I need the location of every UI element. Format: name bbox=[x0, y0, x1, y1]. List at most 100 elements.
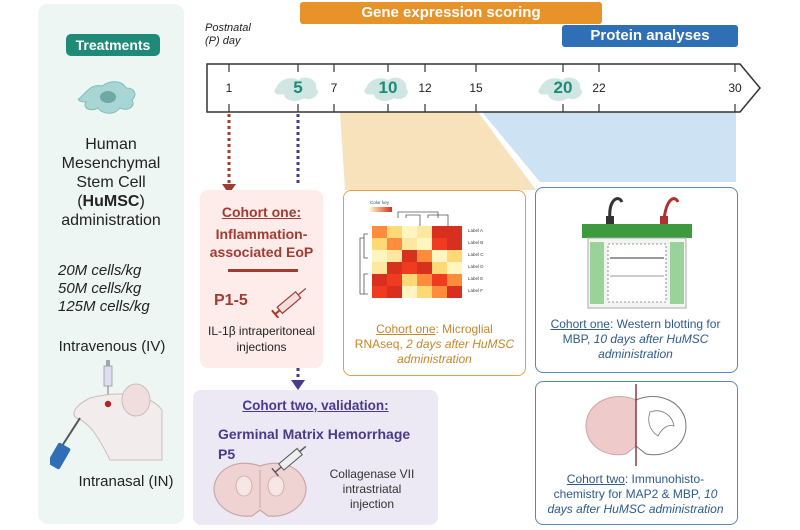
divider bbox=[228, 269, 298, 272]
heatmap-label: Label B bbox=[468, 240, 483, 245]
timeline-ticks bbox=[228, 64, 736, 112]
route-iv-label: Intravenous (IV) bbox=[58, 338, 166, 355]
heatmap-cell bbox=[387, 250, 402, 262]
cell-description: Human Mesenchymal Stem Cell (HuMSC) admi… bbox=[40, 135, 182, 230]
heatmap-cell bbox=[432, 262, 447, 274]
tick-label: 22 bbox=[592, 81, 606, 95]
heatmap-cell bbox=[372, 262, 387, 274]
heatmap-cell bbox=[432, 250, 447, 262]
color-key-label: Color key bbox=[370, 200, 390, 205]
heatmap-cell bbox=[432, 226, 447, 238]
brain-section-icon bbox=[213, 446, 307, 517]
cohort-one-arrowhead bbox=[222, 184, 236, 194]
cohort-one-title: Cohort one: bbox=[221, 204, 302, 220]
heatmap-cell bbox=[417, 238, 432, 250]
caption-text: days after HuMSC administration bbox=[547, 502, 724, 516]
caption-text: chemistry for MAP2 & MBP, bbox=[553, 487, 705, 501]
tick-label: 7 bbox=[330, 81, 338, 95]
heatmap-cell bbox=[372, 250, 387, 262]
cell-name-line1: Human bbox=[85, 136, 137, 153]
heatmap-cell bbox=[387, 274, 402, 286]
cohort-two-model: Germinal Matrix Hemorrhage bbox=[218, 426, 411, 442]
western-blot-caption: Cohort one: Western blotting for MBP, 10… bbox=[537, 317, 734, 362]
cell-icon-day10 bbox=[364, 77, 408, 101]
cohort-one-model: Inflammation- associated EoP bbox=[202, 225, 321, 261]
protein-fan bbox=[482, 112, 736, 182]
heatmap-cell bbox=[387, 226, 402, 238]
cohort-one-panel bbox=[200, 190, 323, 368]
tick-label: 30 bbox=[728, 81, 742, 95]
injection-line1: IL-1β intraperitoneal bbox=[208, 324, 315, 338]
injection-line2: intrastriatal bbox=[342, 482, 402, 496]
heatmap-icon: Color key Label A Label B Label C Label … bbox=[359, 200, 484, 298]
abbrev-close: ) bbox=[139, 193, 145, 210]
heatmap-cell bbox=[417, 250, 432, 262]
injection-line3: injection bbox=[349, 497, 395, 511]
caption-text: administration bbox=[397, 352, 472, 366]
tick-label: 12 bbox=[418, 81, 432, 95]
dose-item: 125M cells/kg bbox=[58, 298, 150, 315]
heatmap-cell bbox=[402, 238, 417, 250]
caption-text: : Microglial bbox=[435, 322, 493, 336]
heatmap-cell bbox=[402, 226, 417, 238]
heatmap-cell bbox=[402, 274, 417, 286]
heatmap-cell bbox=[417, 262, 432, 274]
heatmap-label: Label E bbox=[468, 276, 483, 281]
heatmap-cell bbox=[372, 274, 387, 286]
caption-text: 2 days after HuMSC bbox=[406, 337, 515, 351]
heatmap-cell bbox=[387, 262, 402, 274]
heatmap-cell bbox=[372, 238, 387, 250]
abbrev-open: ( bbox=[77, 193, 83, 210]
dose-item: 50M cells/kg bbox=[58, 280, 142, 297]
heatmap-label: Label A bbox=[468, 228, 483, 233]
heatmap-cell bbox=[387, 238, 402, 250]
heatmap-cell bbox=[372, 286, 387, 298]
heatmap-label: Label D bbox=[468, 264, 484, 269]
cell-name-line3: Stem Cell bbox=[76, 174, 146, 191]
injection-line1: Collagenase VII bbox=[329, 467, 415, 481]
cohort-link: Cohort one bbox=[550, 317, 610, 331]
cell-icon-day20 bbox=[538, 77, 582, 101]
caption-text: RNAseq, bbox=[354, 337, 407, 351]
heatmap-cell bbox=[432, 274, 447, 286]
cohort-one-days: P1-5 bbox=[214, 292, 248, 309]
cell-icon-day5 bbox=[274, 77, 318, 101]
timeline-axis-label: Postnatal (P) day bbox=[205, 22, 251, 48]
syringe-icon bbox=[271, 287, 307, 318]
axis-label-line2: (P) day bbox=[205, 35, 241, 47]
cohort-two-title: Cohort two, validation: bbox=[242, 398, 389, 413]
highlighted-day: 20 bbox=[553, 78, 573, 97]
tick-label: 15 bbox=[469, 81, 483, 95]
stem-cell-icon bbox=[77, 81, 136, 114]
heatmap-cell bbox=[432, 286, 447, 298]
injection-line2: injections bbox=[236, 340, 287, 354]
heatmap-label: Label C bbox=[468, 252, 484, 257]
cohort-link: Cohort one bbox=[376, 322, 436, 336]
caption-text: 10 bbox=[704, 487, 718, 501]
cell-abbrev: HuMSC bbox=[82, 193, 140, 210]
heatmap-cell bbox=[447, 250, 462, 262]
ihc-caption: Cohort two: Immunohisto- chemistry for M… bbox=[537, 472, 734, 517]
axis-label-line1: Postnatal bbox=[205, 22, 251, 34]
caption-text: MBP, bbox=[562, 332, 594, 346]
heatmap-cell bbox=[447, 274, 462, 286]
tick-label: 1 bbox=[225, 81, 233, 95]
heatmap-cell bbox=[447, 286, 462, 298]
cohort-two-injection: Collagenase VII intrastriatal injection bbox=[312, 467, 432, 512]
caption-text: administration bbox=[598, 347, 673, 361]
administration-label: administration bbox=[61, 212, 161, 229]
gene-expression-fan bbox=[340, 112, 536, 190]
timeline-arrow bbox=[206, 63, 761, 113]
heatmap-cell bbox=[417, 286, 432, 298]
heatmap-cell bbox=[372, 226, 387, 238]
cohort-two-arrowhead bbox=[291, 380, 305, 390]
highlighted-day: 10 bbox=[378, 78, 398, 97]
model-line1: Inflammation- bbox=[215, 226, 308, 242]
dose-item: 20M cells/kg bbox=[58, 262, 142, 279]
heatmap-cell bbox=[387, 286, 402, 298]
dose-list: 20M cells/kg 50M cells/kg 125M cells/kg bbox=[58, 262, 178, 316]
mouse-icon bbox=[50, 360, 163, 470]
heatmap-cell bbox=[402, 286, 417, 298]
protein-analyses-banner: Protein analyses bbox=[562, 25, 738, 47]
